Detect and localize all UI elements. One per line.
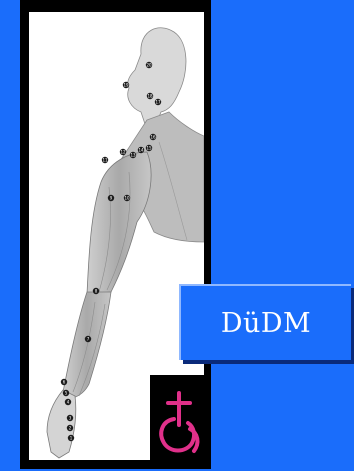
point-number: 11 bbox=[102, 157, 108, 162]
pink-symbol-icon bbox=[150, 375, 208, 465]
point-number: 8 bbox=[95, 288, 98, 293]
point-number: 5 bbox=[65, 390, 68, 395]
point-number: 14 bbox=[138, 147, 144, 152]
point-number: 3 bbox=[69, 415, 72, 420]
point-number: 20 bbox=[146, 62, 152, 67]
point-number: 13 bbox=[130, 152, 136, 157]
symbol-box bbox=[150, 375, 208, 465]
point-number: 4 bbox=[67, 399, 70, 404]
point-number: 19 bbox=[123, 82, 129, 87]
point-number: 12 bbox=[120, 149, 126, 154]
point-number: 10 bbox=[124, 195, 130, 200]
point-number: 2 bbox=[69, 425, 72, 430]
point-number: 6 bbox=[63, 379, 66, 384]
point-number: 1 bbox=[70, 435, 73, 440]
point-number: 9 bbox=[110, 195, 113, 200]
title-box: DüDM bbox=[179, 284, 351, 360]
title-label: DüDM bbox=[221, 308, 311, 339]
point-number: 17 bbox=[155, 99, 161, 104]
point-number: 15 bbox=[146, 145, 152, 150]
point-number: 16 bbox=[150, 134, 156, 139]
point-number: 18 bbox=[147, 93, 153, 98]
point-number: 7 bbox=[87, 336, 90, 341]
